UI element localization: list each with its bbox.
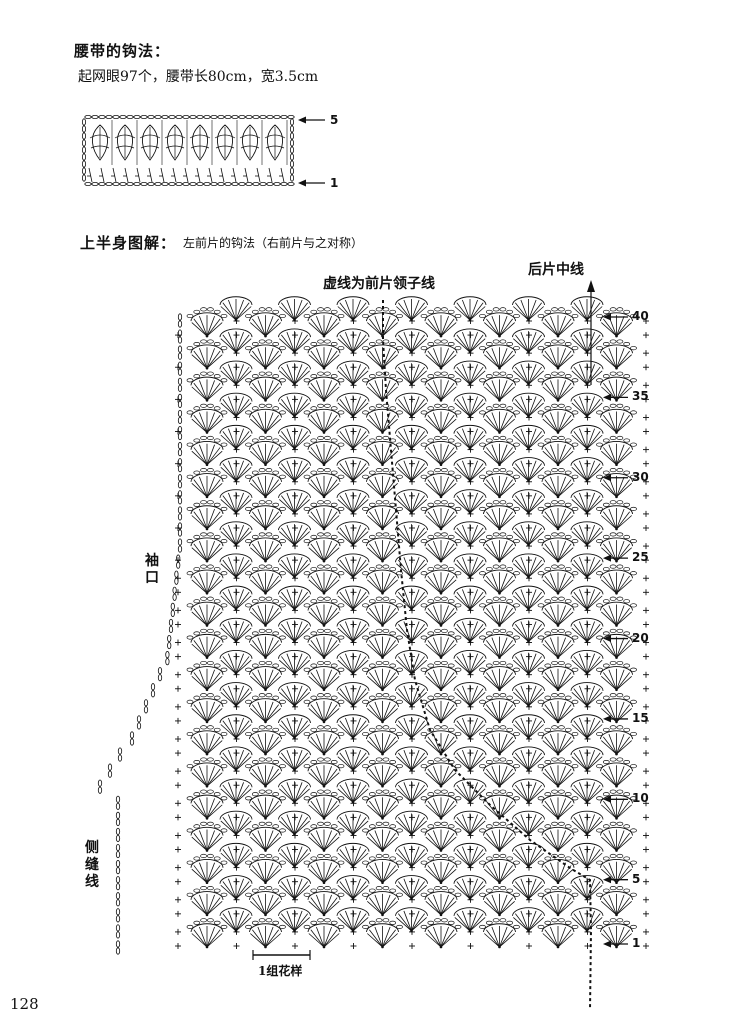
chart-row: [107, 746, 649, 778]
chart-row: [167, 617, 649, 650]
chart-row: [175, 344, 649, 376]
belt-chart: [82, 115, 295, 186]
side-seam-label: 侧缝线: [85, 840, 99, 890]
chart-row: [170, 585, 649, 617]
chart-row: [115, 810, 649, 843]
chart-row: [115, 891, 649, 923]
chart-row: [177, 328, 649, 360]
row-number-label: 40: [632, 309, 649, 323]
row-arrow: [603, 474, 628, 482]
chart-row: [115, 907, 649, 939]
neckline-label: 虚线为前片领子线: [323, 276, 435, 292]
chart-row: [177, 360, 649, 392]
belt-row-label-top: 5: [330, 113, 339, 127]
row-arrow: [603, 940, 628, 948]
chart-row: [168, 601, 649, 634]
neckline-dashed-line: [382, 300, 593, 1011]
row-number-label: 35: [632, 389, 649, 404]
back-center-arrow: [587, 280, 595, 385]
chart-row: [115, 794, 649, 826]
chart-row: [157, 649, 649, 682]
row-arrow: [603, 554, 628, 562]
pattern-repeat-bracket: [252, 950, 311, 960]
page-number: 128: [10, 995, 39, 1013]
row-arrow: [603, 635, 628, 643]
chart-row: [177, 296, 649, 328]
row-number-label: 15: [632, 710, 649, 725]
chart-row: [115, 826, 649, 859]
chart-row: [177, 392, 649, 425]
row-number-label: 1: [632, 936, 641, 950]
chart-row: [129, 714, 649, 746]
chart-row: [177, 424, 649, 457]
chart-row: [165, 633, 649, 666]
chart-row: [177, 489, 649, 521]
chart-row: [117, 730, 649, 762]
chart-row: [143, 682, 649, 714]
row-arrow: [603, 795, 628, 803]
belt-note: 起网眼97个，腰带长80cm，宽3.5cm: [78, 69, 319, 85]
pattern-repeat-label: 1组花样: [258, 964, 303, 978]
chart-row: [115, 923, 649, 955]
chart-row: [175, 440, 649, 473]
row-number-label: 30: [632, 469, 649, 484]
belt-row-5-arrow: [298, 116, 325, 124]
chart-row: [175, 537, 649, 569]
row-arrow: [603, 876, 628, 884]
row-arrow: [603, 393, 628, 401]
chart-row: [175, 312, 649, 344]
row-number-label: 25: [632, 550, 649, 565]
upper-subtitle: 左前片的钩法（右前片与之对称）: [183, 236, 364, 250]
upper-body-chart: [97, 296, 649, 955]
upper-title: 上半身图解：: [80, 234, 177, 252]
chart-row: [115, 778, 649, 810]
belt-row-1-arrow: [298, 179, 325, 187]
chart-row: [115, 858, 649, 891]
row-arrow: [603, 313, 628, 321]
row-number-label: 5: [632, 871, 641, 886]
chart-row: [115, 875, 649, 907]
belt-title: 腰带的钩法：: [74, 42, 171, 60]
back-center-label: 后片中线: [528, 262, 584, 278]
chart-row: [172, 569, 649, 601]
belt-row-label-bottom: 1: [330, 176, 339, 190]
chart-row: [177, 457, 649, 489]
chart-row: [175, 473, 649, 505]
row-arrow: [603, 715, 628, 723]
chart-row: [177, 521, 649, 553]
chart-row: [150, 666, 649, 698]
row-number-label: 10: [632, 791, 649, 806]
chart-row: [175, 505, 649, 537]
chart-row: [136, 698, 649, 730]
armhole-label: 袖口: [145, 553, 159, 586]
chart-row: [97, 762, 649, 794]
row-number-label: 20: [632, 630, 649, 645]
